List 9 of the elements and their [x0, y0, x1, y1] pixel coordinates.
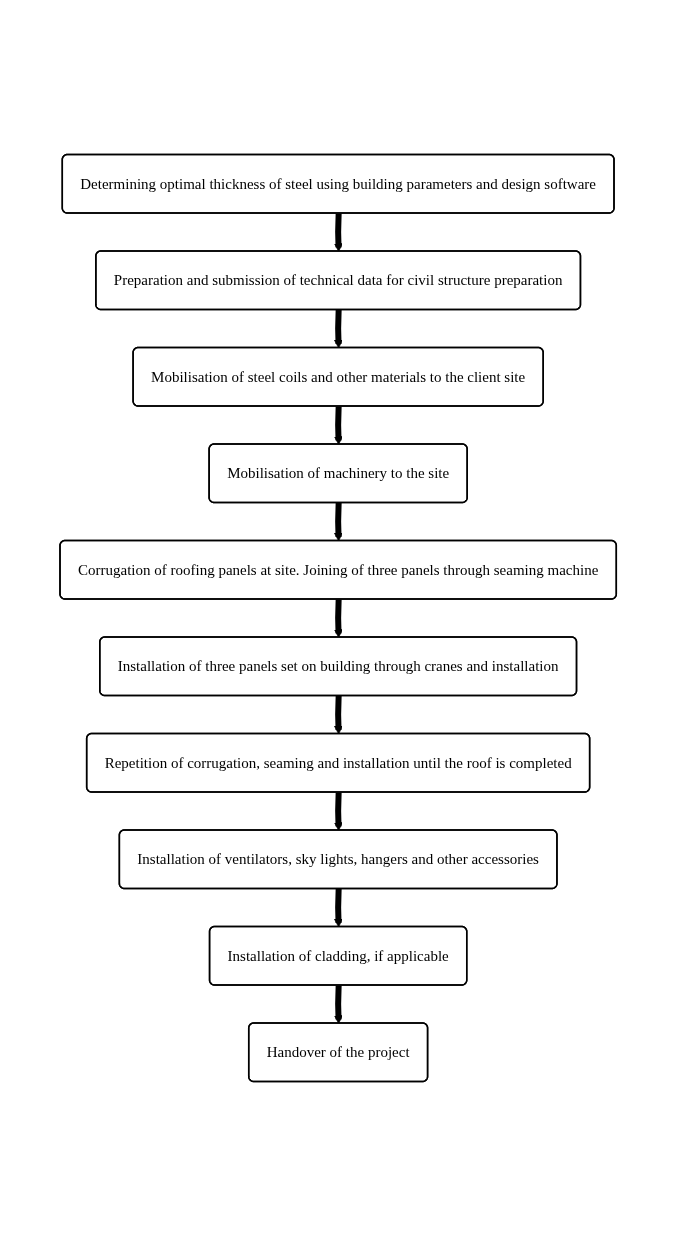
arrow: [334, 792, 344, 831]
arrow: [334, 888, 344, 928]
arrow: [334, 309, 344, 349]
arrow: [334, 502, 344, 542]
arrow: [334, 599, 344, 638]
arrow: [334, 213, 344, 252]
arrow: [334, 406, 344, 445]
arrow: [334, 695, 344, 735]
arrow: [334, 985, 344, 1024]
